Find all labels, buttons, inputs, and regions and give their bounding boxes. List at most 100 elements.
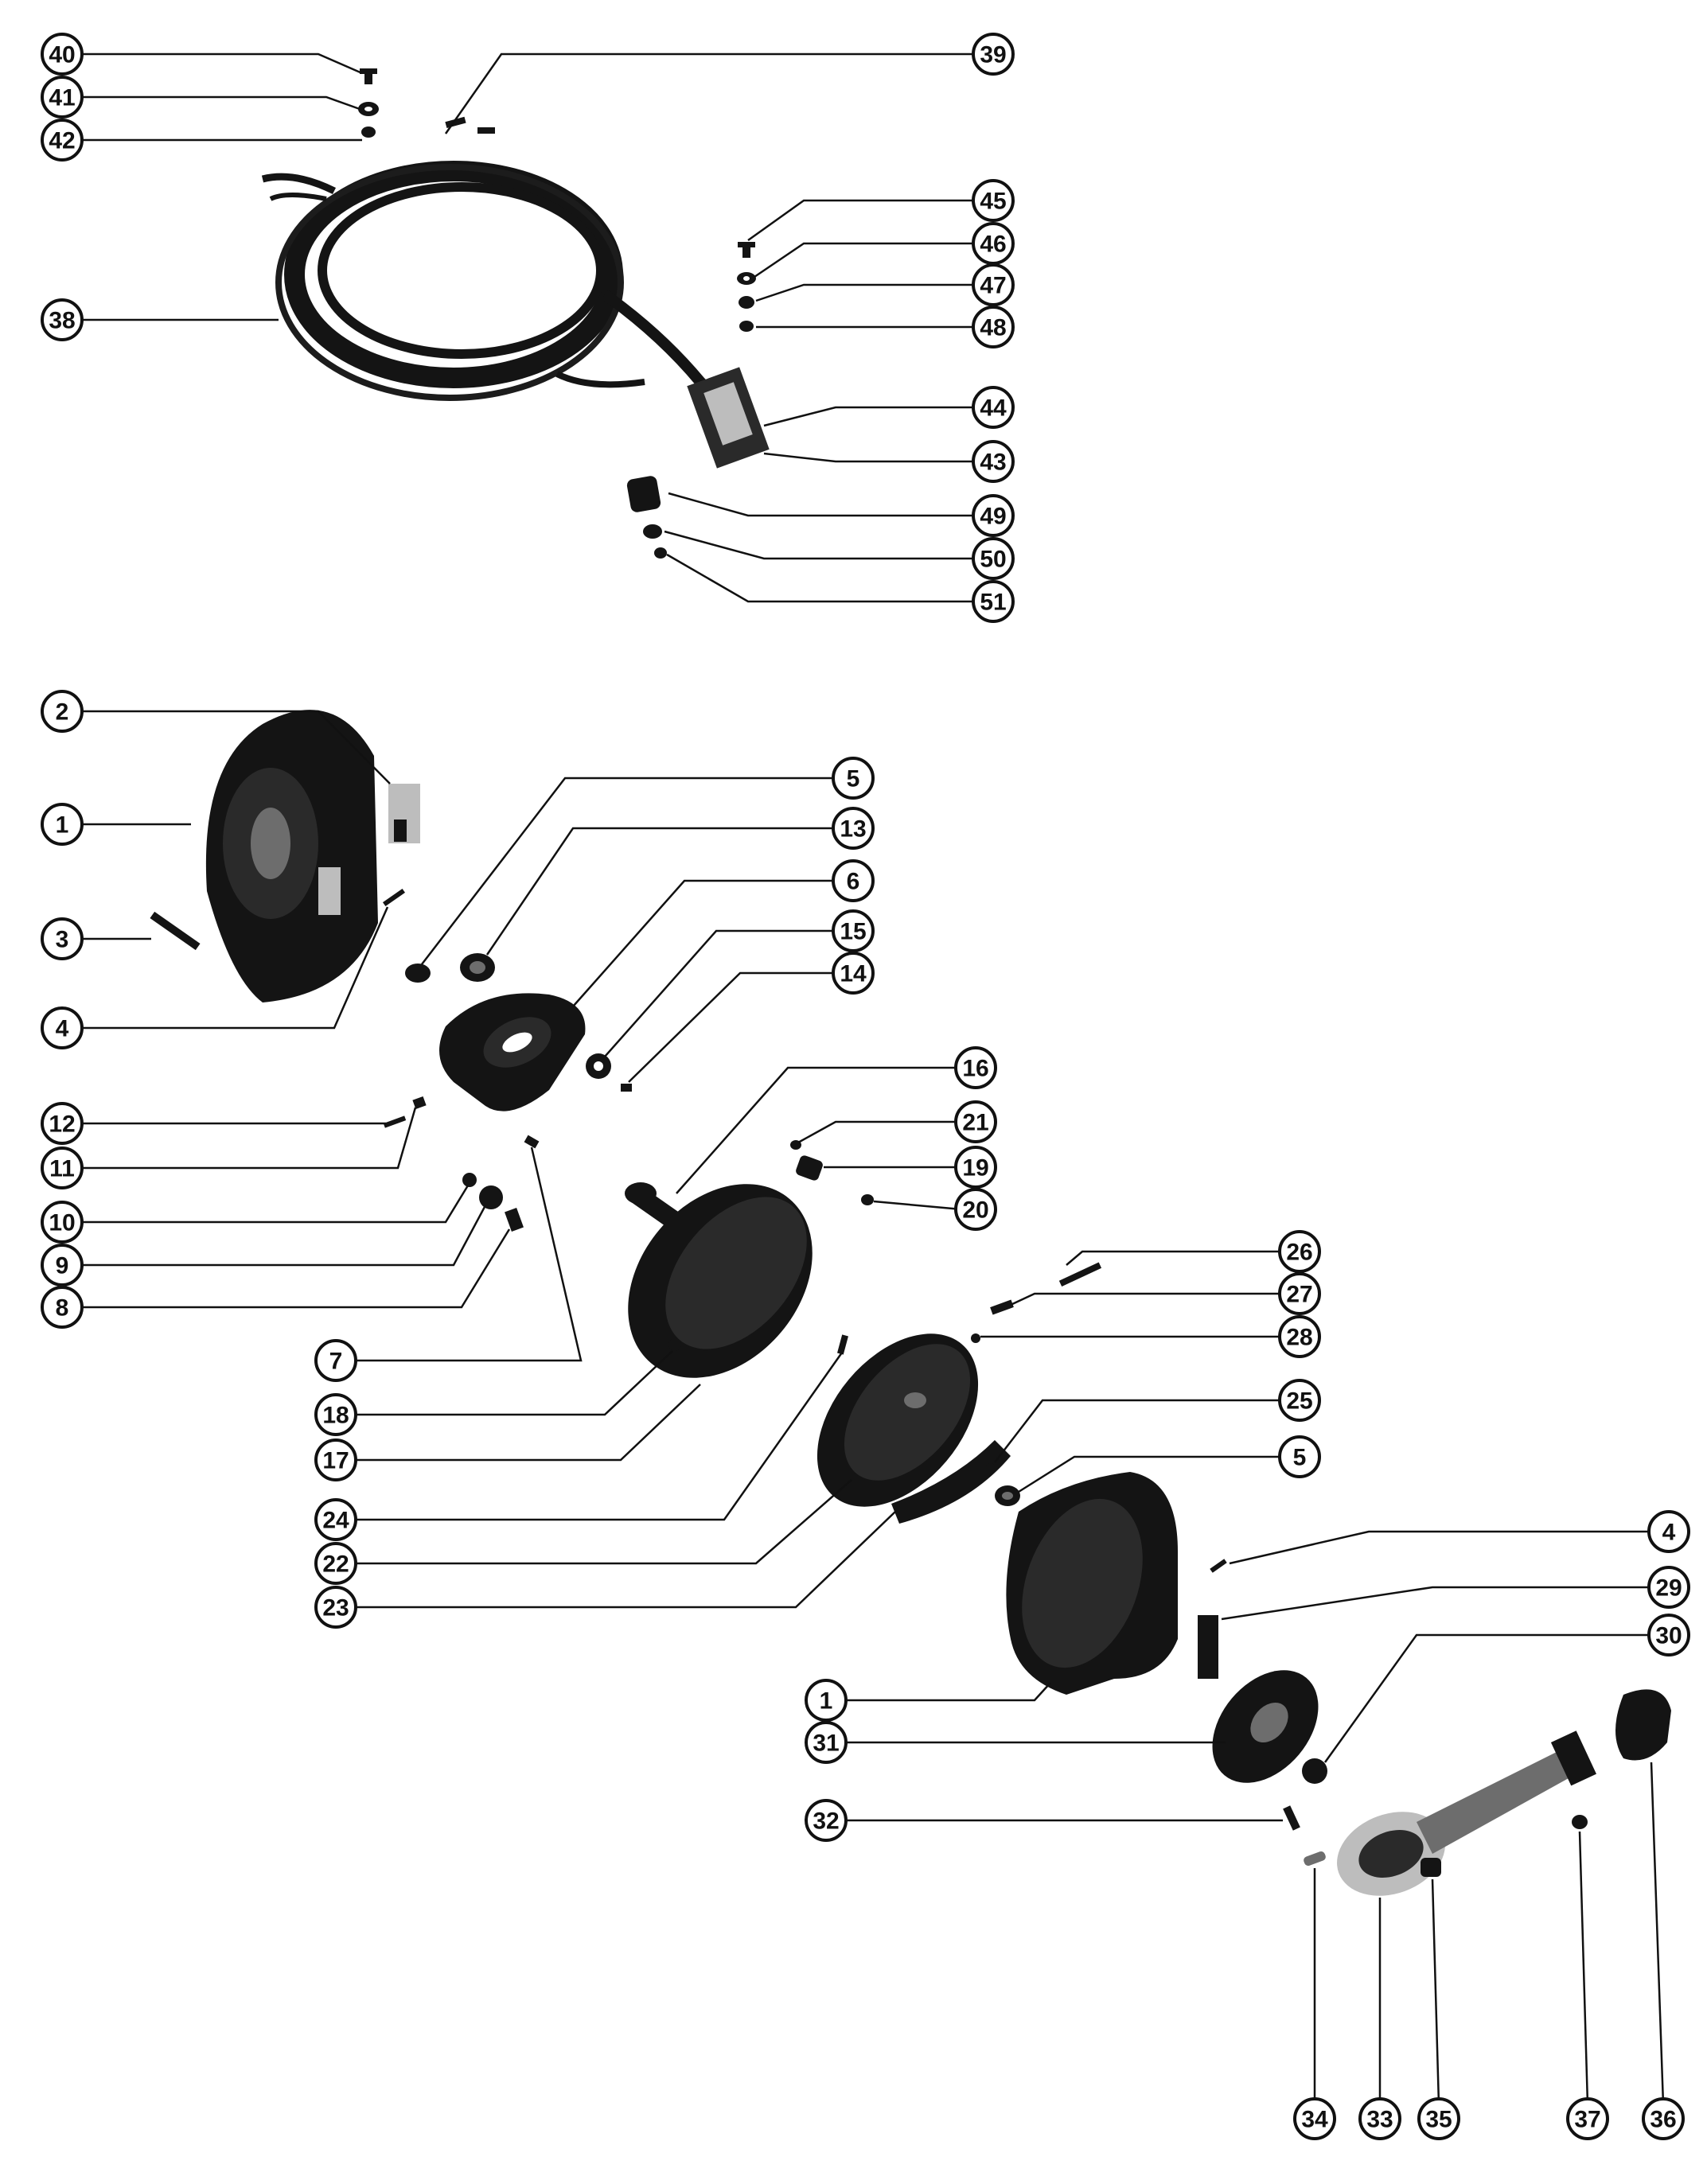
screw-32 (1283, 1805, 1300, 1831)
callout-43: 43 (972, 440, 1015, 483)
callout-circle (41, 298, 84, 341)
callout-41: 41 (41, 76, 84, 119)
pin-27 (990, 1299, 1014, 1315)
callout-22: 22 (314, 1542, 357, 1585)
callout-circle (954, 1146, 997, 1189)
callout-circle (314, 1339, 357, 1382)
callout-45: 45 (972, 179, 1015, 222)
callout-circle (314, 1586, 357, 1629)
nut-30 (1302, 1758, 1327, 1784)
grip-36 (1615, 1689, 1671, 1761)
callout-circle (832, 757, 875, 800)
callout-circle (972, 179, 1015, 222)
callout-number: 39 (980, 42, 1006, 68)
callout-number: 11 (49, 1156, 75, 1182)
callout-6: 6 (832, 859, 875, 902)
callout-bubbles: 4041423938454647484443495051213451361514… (41, 33, 1690, 2140)
callout-number: 22 (322, 1551, 349, 1578)
callout-number: 23 (322, 1595, 349, 1621)
callout-30: 30 (1647, 1614, 1690, 1656)
callout-4: 4 (41, 1006, 84, 1049)
callout-number: 21 (962, 1110, 988, 1136)
callout-number: 4 (1662, 1520, 1676, 1546)
callout-circle (972, 494, 1015, 537)
callout-circle (1278, 1379, 1321, 1422)
nut-51 (654, 547, 667, 559)
callout-number: 50 (980, 547, 1006, 573)
callout-9: 9 (41, 1244, 84, 1287)
leader-lines (76, 53, 1665, 2105)
callout-17: 17 (314, 1438, 357, 1481)
pin-18 (668, 1338, 681, 1351)
callout-37: 37 (1566, 2097, 1609, 2140)
callout-number: 40 (49, 42, 75, 68)
callout-circle (1642, 2097, 1685, 2140)
callout-21: 21 (954, 1100, 997, 1143)
callout-47: 47 (972, 263, 1015, 306)
callout-number: 32 (813, 1808, 839, 1835)
callout-16: 16 (954, 1046, 997, 1089)
pin-34 (1304, 1851, 1326, 1867)
callout-circle (972, 263, 1015, 306)
callout-number: 24 (322, 1508, 349, 1534)
callout-number: 18 (322, 1403, 349, 1429)
housing-right (1006, 1472, 1178, 1695)
nut-11 (412, 1096, 427, 1110)
callout-1b: 1 (805, 1679, 848, 1722)
callout-number: 31 (813, 1730, 839, 1757)
callout-33: 33 (1358, 2097, 1401, 2140)
callout-5: 5 (832, 757, 875, 800)
callout-number: 28 (1286, 1325, 1312, 1351)
callout-circle (805, 1721, 848, 1764)
callout-number: 47 (980, 273, 1006, 299)
wiring-harness (261, 116, 770, 469)
callout-28: 28 (1278, 1315, 1321, 1358)
nut-14 (621, 1084, 632, 1092)
callout-number: 33 (1366, 2107, 1393, 2133)
callout-number: 26 (1286, 1240, 1312, 1266)
callout-circle (1358, 2097, 1401, 2140)
screw-37 (1572, 1815, 1588, 1829)
callout-3: 3 (41, 917, 84, 960)
nut-35 (1421, 1858, 1441, 1877)
callout-34: 34 (1293, 2097, 1336, 2140)
callout-8: 8 (41, 1286, 84, 1329)
callout-circle (1278, 1230, 1321, 1273)
callout-14: 14 (832, 952, 875, 995)
screw-40-head (360, 68, 377, 74)
callout-circle (41, 33, 84, 76)
callout-circle (314, 1393, 357, 1436)
callout-number: 51 (980, 590, 1006, 616)
callout-number: 43 (980, 450, 1006, 476)
callout-number: 14 (840, 961, 867, 987)
callout-number: 34 (1301, 2107, 1328, 2133)
pin-25 (986, 1463, 996, 1473)
callout-number: 19 (962, 1155, 988, 1182)
callout-number: 12 (49, 1111, 75, 1138)
callout-38: 38 (41, 298, 84, 341)
callout-number: 3 (56, 927, 69, 953)
callout-40: 40 (41, 33, 84, 76)
callout-number: 25 (1286, 1388, 1312, 1415)
callout-circle (1647, 1614, 1690, 1656)
callout-number: 4 (56, 1016, 69, 1042)
callout-circle (314, 1542, 357, 1585)
callout-13: 13 (832, 807, 875, 850)
callout-circle (41, 1286, 84, 1329)
callout-circle (1417, 2097, 1460, 2140)
callout-circle (41, 119, 84, 162)
callout-circle (1278, 1435, 1321, 1478)
callout-20: 20 (954, 1188, 997, 1231)
lockwasher-47 (739, 296, 754, 309)
callout-number: 36 (1650, 2107, 1676, 2133)
callout-circle (954, 1100, 997, 1143)
callout-31: 31 (805, 1721, 848, 1764)
grommet-49 (626, 476, 661, 512)
callout-circle (41, 1102, 84, 1145)
callout-circle (972, 580, 1015, 623)
callout-circle (954, 1046, 997, 1089)
callout-number: 13 (840, 816, 866, 843)
callout-number: 41 (49, 85, 75, 111)
callout-27: 27 (1278, 1272, 1321, 1315)
